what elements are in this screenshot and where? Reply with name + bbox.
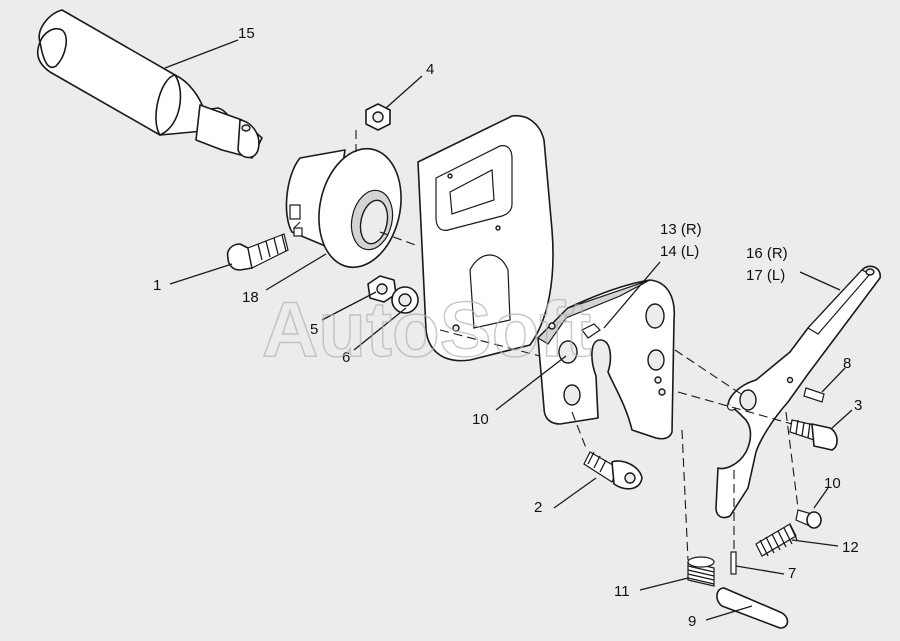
- part-13-14-bracket: [537, 279, 676, 440]
- callout-12: 12: [842, 539, 859, 556]
- callout-5: 5: [310, 321, 318, 338]
- part-11-spring: [687, 556, 715, 587]
- part-4-nut: [365, 103, 391, 131]
- mounting-plate: [417, 115, 554, 362]
- part-10-pin-lower: [795, 509, 822, 529]
- part-5-nut: [367, 275, 397, 303]
- callout-14-l: 14 (L): [660, 243, 699, 260]
- leader-lines: [164, 39, 853, 621]
- callout-11: 11: [614, 583, 630, 600]
- callout-17-l: 17 (L): [746, 267, 785, 284]
- callout-15: 15: [238, 25, 255, 42]
- callout-6: 6: [342, 349, 350, 366]
- callout-4: 4: [426, 61, 434, 78]
- part-18-pivot-hub: [285, 147, 402, 269]
- part-9-latch-pin: [716, 587, 789, 629]
- part-12-spring: [755, 523, 798, 557]
- callout-16-r: 16 (R): [746, 245, 788, 262]
- part-6-washer: [391, 286, 419, 314]
- callout-13-r: 13 (R): [660, 221, 702, 238]
- callout-1: 1: [153, 277, 161, 294]
- part-1-bolt: [226, 233, 289, 271]
- callout-labels: 15 4 1 18 5 6 10 13 (R) 14 (L) 16 (R) 17…: [153, 25, 862, 630]
- part-2-screw: [583, 451, 643, 490]
- callout-3: 3: [854, 397, 862, 414]
- callout-8: 8: [843, 355, 851, 372]
- callout-7: 7: [788, 565, 796, 582]
- callout-18: 18: [242, 289, 259, 306]
- part-8-pin: [803, 387, 825, 403]
- assembly-axes: [289, 130, 799, 561]
- callout-9: 9: [688, 613, 696, 630]
- callout-10-upper: 10: [472, 411, 489, 428]
- callout-10-lower: 10: [824, 475, 841, 492]
- part-3-bolt: [789, 419, 838, 451]
- callout-2: 2: [534, 499, 542, 516]
- part-7-pin: [730, 551, 737, 575]
- part-16-17-lever: [715, 265, 881, 519]
- watermark-logo: AutoSoft: [262, 285, 591, 373]
- part-15-handle-grip: [36, 9, 263, 159]
